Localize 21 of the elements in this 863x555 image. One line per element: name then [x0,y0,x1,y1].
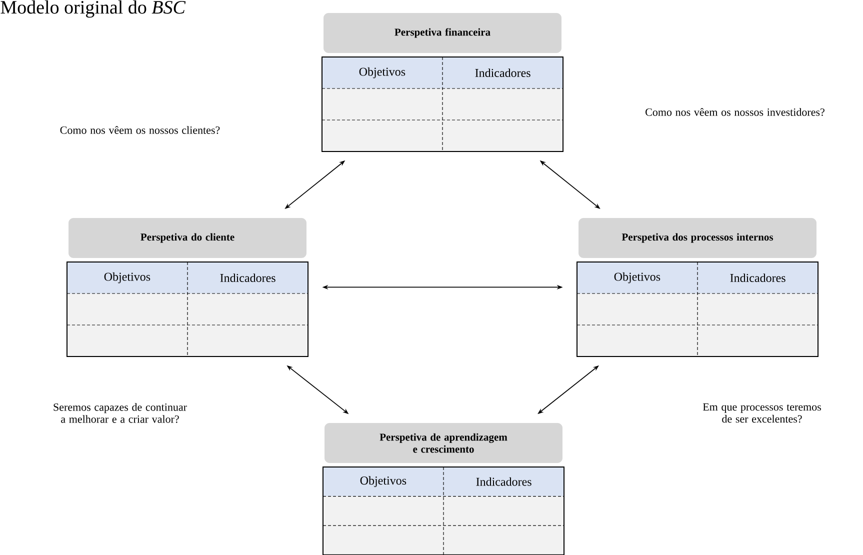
node-label: Objetivos [360,476,406,488]
node-label: Objetivos [104,272,150,284]
question-text: Como nos vêem os nossos clientes? [60,126,220,134]
title: Modelo original do BSC [0,0,186,18]
table: Objetivos Indicadores [322,466,564,555]
node-label: Objetivos [614,272,660,284]
node-label: Indicadores [220,274,276,282]
heading-box: Perspetiva dos processos internos [578,218,816,258]
table: Objetivos Indicadores [66,262,308,357]
heading-box: Perspetiva financeira [324,13,562,53]
table: Objetivos Indicadores [576,262,818,357]
heading-box: Perspetiva de aprendizagem e crescimento [324,423,562,463]
node-label: Indicadores [476,477,532,486]
question-text: Como nos vêem os nossos investidores? [646,108,824,116]
table: Objetivos Indicadores [322,56,564,152]
node-label: Objetivos [359,67,406,78]
question-text: Seremos capazes de continuar a melhorar e a criar valor? [54,403,187,423]
node-label: Indicadores [475,68,530,78]
question-text: Em que processos teremos de ser excelentes? [702,403,821,423]
heading-box: Perspetiva do cliente [68,218,306,258]
node-label: Indicadores [730,274,786,282]
